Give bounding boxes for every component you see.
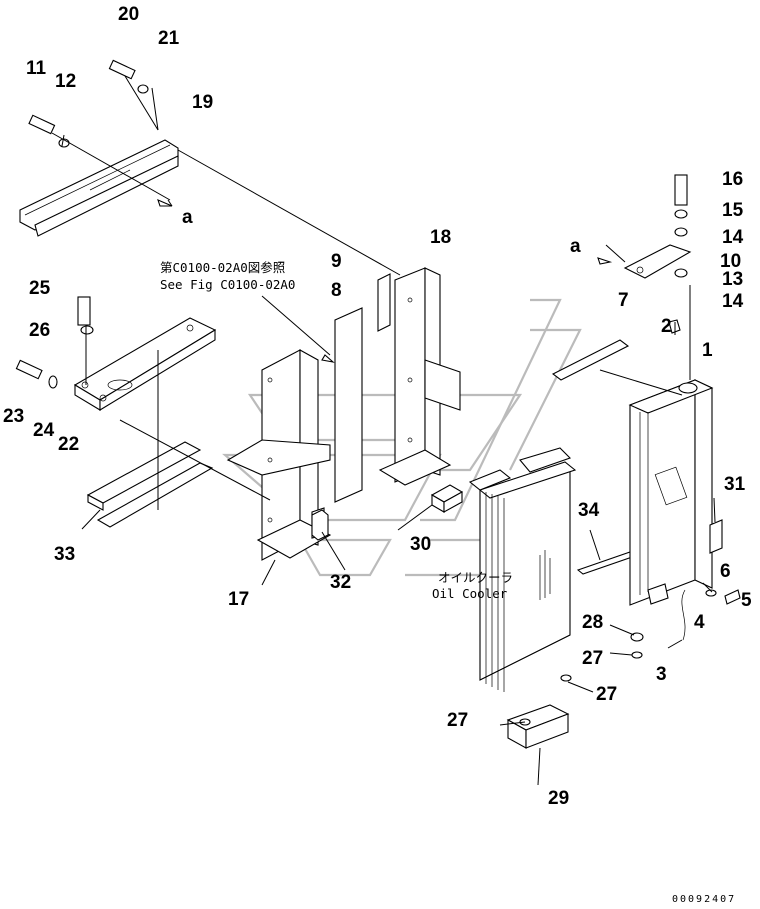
callout-29: 29 (548, 788, 569, 809)
callout-25: 25 (29, 278, 51, 299)
callout-23: 23 (3, 406, 24, 427)
part-7-strip (551, 339, 630, 381)
callout-8: 8 (331, 280, 342, 301)
oil-cooler-label-japanese: オイルクーラ (438, 570, 513, 585)
reference-marker-a-left: a (182, 207, 193, 228)
part-31-block (709, 519, 723, 554)
callout-11: 11 (26, 58, 47, 79)
oil-cooler (468, 447, 577, 692)
callout-18: 18 (430, 227, 451, 248)
callout-15: 15 (722, 200, 744, 221)
part-10-bracket (623, 244, 692, 279)
callout-34: 34 (578, 500, 600, 521)
callout-21: 21 (158, 28, 180, 49)
callout-6: 6 (720, 561, 731, 582)
callout-13: 13 (722, 269, 743, 290)
callout-9: 9 (331, 251, 342, 272)
callout-2: 2 (661, 316, 672, 337)
callout-12: 12 (55, 71, 76, 92)
callout-3: 3 (656, 664, 667, 685)
callout-20: 20 (118, 4, 139, 25)
callout-1: 1 (702, 340, 713, 361)
note-japanese: 第C0100-02A0図参照 (160, 260, 285, 275)
callout-16: 16 (722, 169, 743, 190)
callout-33: 33 (54, 544, 75, 565)
part-32-block (311, 509, 329, 541)
note-english: See Fig C0100-02A0 (160, 277, 295, 292)
part-8-plate (334, 307, 363, 503)
part-34-strip (576, 551, 637, 575)
part-33-lower-rail (86, 441, 214, 528)
part-29-block (506, 704, 570, 749)
callout-14-upper: 14 (722, 227, 744, 248)
part-19-upper-rail (19, 139, 179, 237)
callout-27-lower-right: 27 (596, 684, 617, 705)
callout-14-lower: 14 (722, 291, 744, 312)
callout-4: 4 (694, 612, 705, 633)
drawing-number: 00092407 (672, 894, 736, 905)
part-1-radiator (628, 379, 714, 606)
reference-arrows (157, 199, 613, 363)
callout-5: 5 (741, 590, 752, 611)
part-22-bracket (73, 317, 217, 411)
callout-30: 30 (410, 534, 431, 555)
leader-lines (51, 75, 716, 786)
part-9-seal (377, 273, 391, 332)
callout-27-right: 27 (582, 648, 603, 669)
callout-27-lower-left: 27 (447, 710, 468, 731)
callout-22: 22 (58, 434, 79, 455)
part-17-frame (226, 349, 332, 561)
callout-19: 19 (192, 92, 213, 113)
callout-32: 32 (330, 572, 351, 593)
part-30-block (430, 484, 464, 513)
callout-31: 31 (724, 474, 746, 495)
callout-7: 7 (618, 290, 629, 311)
callout-28: 28 (582, 612, 603, 633)
part-18-frame (378, 267, 461, 486)
oil-cooler-label-english: Oil Cooler (432, 586, 508, 601)
callout-24: 24 (33, 420, 55, 441)
callout-10: 10 (720, 251, 741, 272)
reference-marker-a-right: a (570, 236, 581, 257)
callout-17: 17 (228, 589, 249, 610)
callout-26: 26 (29, 320, 50, 341)
